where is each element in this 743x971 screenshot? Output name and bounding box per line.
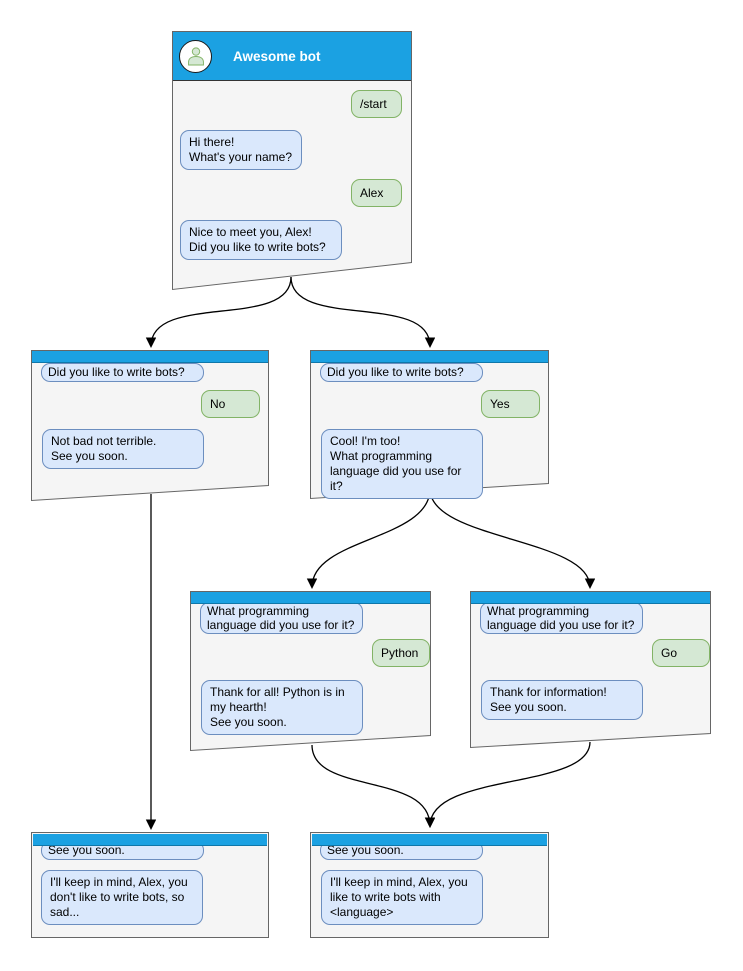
chat-header: Awesome bot	[173, 32, 411, 81]
edge-python-to-end	[311, 744, 436, 828]
chat-header-strip	[471, 592, 710, 604]
user-answer-go: Go	[652, 639, 710, 667]
chat-window-yes: Did you like to write bots? Yes Cool! I'…	[310, 350, 549, 500]
bot-message-greeting: Hi there! What's your name?	[180, 130, 302, 170]
chat-window-root: Awesome bot /start Hi there! What's your…	[172, 31, 412, 291]
bot-reply-message: Not bad not terrible. See you soon.	[42, 429, 204, 469]
bot-reply-message: Thank for information! See you soon.	[481, 680, 643, 720]
chat-header-strip	[311, 351, 548, 363]
chat-header-strip	[191, 592, 430, 604]
bot-reply-message: Thank for all! Python is in my hearth! S…	[201, 680, 363, 735]
bot-reply-message: Cool! I'm too! What programming language…	[321, 429, 483, 499]
edge-go-to-end	[424, 741, 591, 828]
bot-echo-message: What programming language did you use fo…	[480, 602, 643, 634]
bot-reply-message: I'll keep in mind, Alex, you don't like …	[41, 870, 203, 925]
edge-yes-to-go	[429, 488, 596, 589]
user-message-start: /start	[351, 90, 402, 118]
chat-window-end-yes: See you soon. I'll keep in mind, Alex, y…	[310, 832, 549, 938]
chat-window-end-no: See you soon. I'll keep in mind, Alex, y…	[31, 832, 269, 938]
chat-window-go: What programming language did you use fo…	[470, 591, 711, 749]
bot-reply-message: I'll keep in mind, Alex, you like to wri…	[321, 870, 483, 925]
user-answer-no: No	[201, 390, 260, 418]
chat-header-strip	[32, 351, 268, 363]
chat-window-no: Did you like to write bots? No Not bad n…	[31, 350, 269, 502]
bot-avatar-icon	[179, 39, 212, 73]
edge-yes-to-python	[306, 488, 431, 589]
user-message-name: Alex	[351, 179, 402, 207]
bot-echo-message: Did you like to write bots?	[41, 363, 204, 382]
chat-header-strip	[33, 834, 267, 846]
bot-echo-message: Did you like to write bots?	[320, 363, 483, 382]
user-answer-yes: Yes	[481, 390, 540, 418]
bot-message-ask: Nice to meet you, Alex! Did you like to …	[180, 220, 342, 260]
bot-echo-message: What programming language did you use fo…	[200, 602, 363, 634]
user-answer-python: Python	[372, 639, 430, 667]
chat-header-strip	[312, 834, 547, 846]
chat-window-python: What programming language did you use fo…	[190, 591, 431, 752]
bot-title: Awesome bot	[233, 48, 321, 64]
